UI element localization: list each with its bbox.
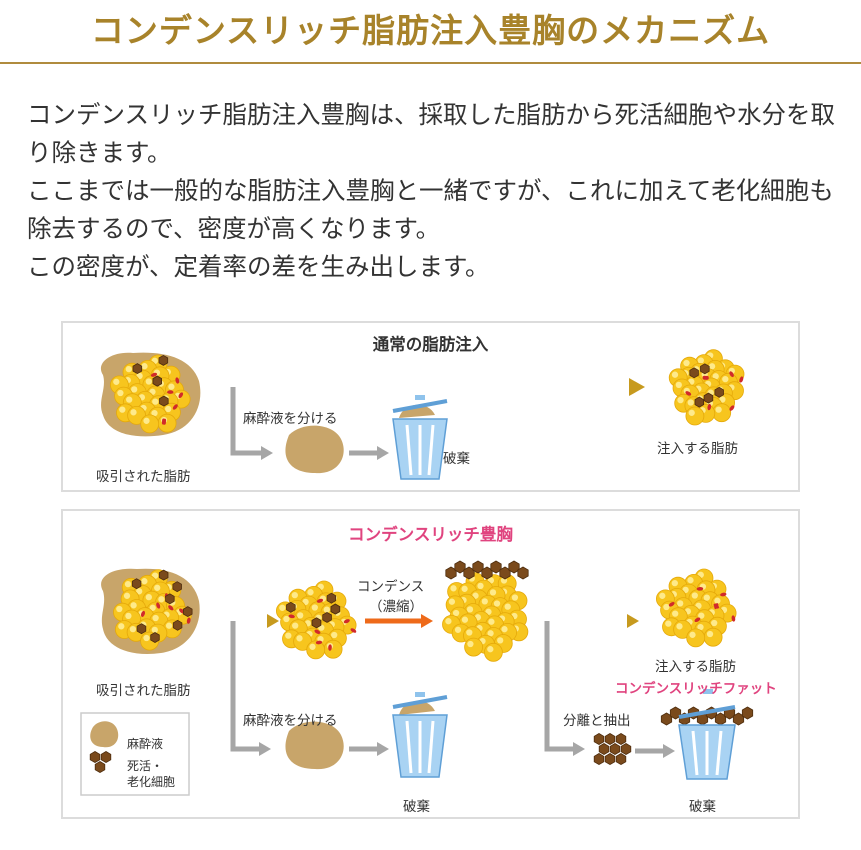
discard-label: 破棄 bbox=[443, 451, 470, 467]
anesthetic-blob-icon bbox=[285, 425, 344, 474]
separate-branch-arrow bbox=[230, 621, 261, 752]
condense-diagram bbox=[80, 560, 754, 796]
intro-paragraph-2: ここまでは一般的な脂肪注入豊胸と一緒ですが、これに加えて老化細胞も除去するので、… bbox=[27, 176, 834, 243]
injected-fat-cluster-icon bbox=[668, 349, 745, 426]
legend-box bbox=[80, 712, 190, 796]
fat-cell bbox=[703, 627, 723, 647]
fat-cell bbox=[157, 413, 177, 433]
legend-anesthetic-label: 麻酔液 bbox=[127, 737, 164, 751]
page-title: コンデンスリッチ脂肪注入豊胸のメカニズム bbox=[90, 11, 771, 50]
condensed-fat-cluster-icon bbox=[442, 560, 529, 662]
fat-cell bbox=[686, 628, 706, 648]
aspirated-fat-cluster-icon bbox=[100, 352, 201, 437]
discard-bucket-dead-cells-icon bbox=[660, 689, 754, 780]
condense-rich-fat-label: コンデンスリッチファット bbox=[615, 681, 777, 697]
legend-dead-cell-icon bbox=[89, 751, 112, 773]
fat-cell bbox=[712, 403, 732, 423]
normal-injection-panel: 通常の脂肪注入 bbox=[61, 321, 800, 492]
separated-fat-cluster-icon bbox=[275, 580, 357, 660]
fat-cell bbox=[464, 637, 484, 657]
condense-rich-fat-cluster-icon bbox=[656, 568, 737, 648]
discard-bucket-icon bbox=[392, 692, 448, 778]
condense-label: コンデンス bbox=[357, 579, 425, 595]
extract-branch-arrow bbox=[544, 621, 575, 752]
discard-bucket-icon bbox=[392, 395, 448, 480]
fat-cell bbox=[685, 406, 705, 426]
main-flow-arrowhead bbox=[629, 378, 645, 396]
normal-panel-title: 通常の脂肪注入 bbox=[372, 335, 489, 354]
legend-dead-cells-label-2: 老化細胞 bbox=[127, 775, 176, 789]
intro-paragraph-1: コンデンスリッチ脂肪注入豊胸は、採取した脂肪から死活細胞や水分を取り除きます。 bbox=[27, 100, 836, 167]
intro-text: コンデンスリッチ脂肪注入豊胸は、採取した脂肪から死活細胞や水分を取り除きます。 … bbox=[27, 96, 842, 286]
discard-label-2: 破棄 bbox=[689, 799, 716, 815]
title-divider bbox=[0, 62, 861, 64]
fat-cell bbox=[140, 414, 160, 434]
separate-anesthetic-label: 麻酔液を分ける bbox=[243, 411, 338, 427]
intro-paragraph-3: この密度が、定着率の差を生み出します。 bbox=[27, 252, 490, 281]
anesthetic-blob-icon bbox=[285, 721, 344, 770]
dead-cells-cluster-icon bbox=[593, 733, 632, 765]
extract-label: 分離と抽出 bbox=[563, 713, 631, 729]
fat-cell bbox=[483, 642, 503, 662]
condense-panel-title: コンデンスリッチ豊胸 bbox=[348, 525, 513, 544]
aspirated-fat-label: 吸引された脂肪 bbox=[96, 683, 191, 699]
condense-rich-panel: コンデンスリッチ豊胸 bbox=[61, 509, 800, 819]
legend-anesthetic-icon bbox=[90, 721, 119, 748]
aspirated-fat-cluster-icon bbox=[101, 568, 200, 654]
discard-label-1: 破棄 bbox=[403, 799, 430, 815]
condense-sub-label: （濃縮） bbox=[369, 599, 423, 615]
fat-cell bbox=[306, 640, 326, 660]
inject-fat-label: 注入する脂肪 bbox=[655, 659, 736, 675]
separate-anesthetic-label: 麻酔液を分ける bbox=[243, 713, 338, 729]
normal-diagram bbox=[100, 349, 745, 480]
fat-cell bbox=[323, 639, 343, 659]
inject-fat-label: 注入する脂肪 bbox=[657, 441, 738, 457]
aspirated-fat-label: 吸引された脂肪 bbox=[96, 469, 191, 485]
separate-branch-arrow bbox=[230, 387, 263, 456]
legend-dead-cells-label-1: 死活・ bbox=[127, 759, 164, 773]
